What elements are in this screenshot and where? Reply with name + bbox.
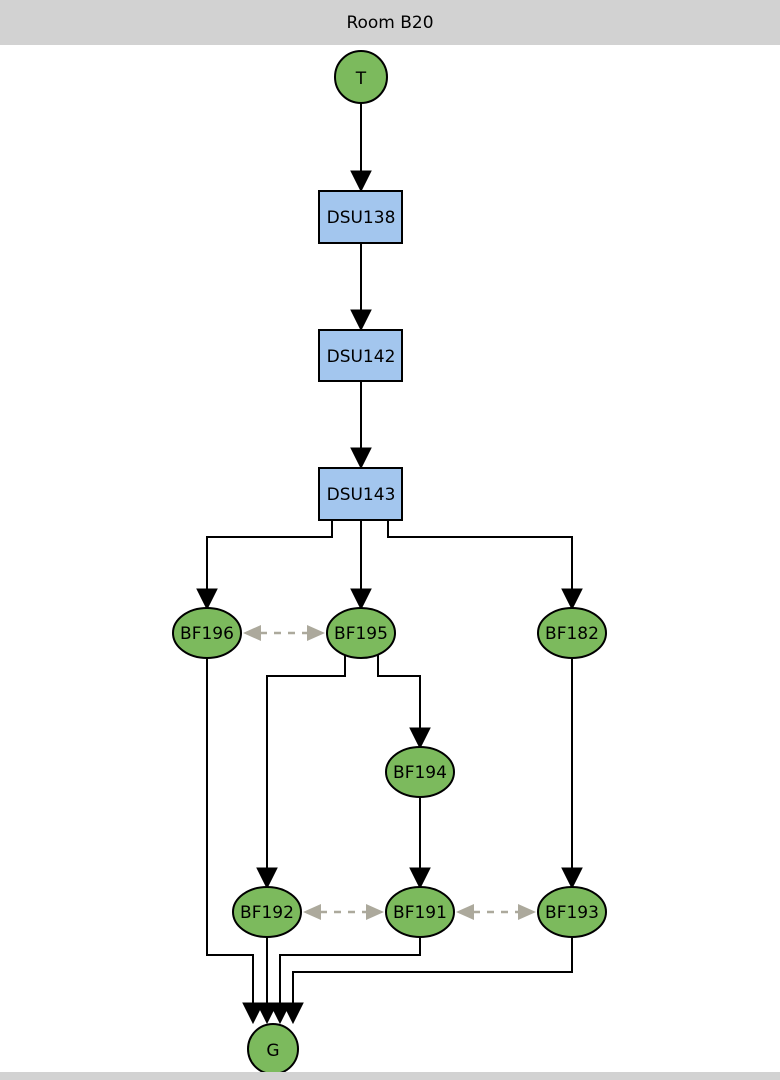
node-BF193-shape — [537, 886, 607, 938]
node-T-label: T — [355, 69, 367, 89]
node-BF192-label: BF192 — [240, 903, 294, 923]
node-DSU142-label: DSU142 — [327, 347, 396, 367]
node-BF195-label: BF195 — [334, 624, 388, 644]
arrowhead-icon — [561, 867, 583, 890]
node-BF192-shape — [232, 886, 302, 938]
node-BF193-label: BF193 — [545, 903, 599, 923]
node-BF195-shape — [326, 607, 396, 659]
nodes: T DSU138 DSU142 DSU143 BF196 BF195 — [172, 50, 607, 1075]
arrowhead-icon — [350, 447, 372, 470]
arrowhead-right-icon — [307, 625, 325, 641]
node-BF182-label: BF182 — [545, 624, 599, 644]
node-DSU138-shape — [318, 190, 403, 244]
arrowhead-left-icon — [456, 904, 474, 920]
node-BF182-shape — [537, 607, 607, 659]
node-BF194-shape — [385, 746, 455, 798]
solid-edges — [206, 102, 573, 1005]
diagram-title: Room B20 — [346, 12, 434, 33]
arrowhead-icon — [256, 867, 278, 890]
edge-BF195-BF194 — [377, 654, 421, 730]
solid-arrowheads — [196, 170, 583, 1025]
node-DSU143-label: DSU143 — [327, 485, 396, 505]
node-BF196-shape — [172, 607, 242, 659]
node-T: T — [334, 50, 388, 104]
arrowhead-left-icon — [243, 625, 261, 641]
node-T-shape — [334, 50, 388, 104]
arrowhead-right-icon — [518, 904, 536, 920]
node-G-label: G — [266, 1041, 279, 1061]
node-BF194: BF194 — [385, 746, 455, 798]
arrowhead-icon — [561, 588, 583, 611]
arrowhead-icon — [350, 588, 372, 611]
node-DSU143-shape — [318, 467, 403, 521]
node-G: G — [247, 1023, 299, 1075]
arrowhead-left-icon — [303, 904, 321, 920]
arrowhead-icon — [282, 1002, 304, 1025]
node-BF195: BF195 — [326, 607, 396, 659]
arrowhead-icon — [350, 309, 372, 332]
node-BF196-label: BF196 — [180, 624, 234, 644]
arrowhead-icon — [409, 867, 431, 890]
arrowhead-icon — [409, 727, 431, 750]
node-BF191-shape — [385, 886, 455, 938]
node-DSU138: DSU138 — [318, 190, 403, 244]
node-BF192: BF192 — [232, 886, 302, 938]
node-BF191-label: BF191 — [393, 903, 447, 923]
node-DSU142: DSU142 — [318, 329, 403, 382]
edge-BF193-G — [292, 937, 573, 1005]
node-BF191: BF191 — [385, 886, 455, 938]
arrowhead-icon — [196, 588, 218, 611]
arrowhead-icon — [242, 1002, 264, 1025]
dashed-arrowheads — [243, 625, 536, 920]
diagram-title-bar: Room B20 — [0, 0, 780, 45]
node-BF182: BF182 — [537, 607, 607, 659]
edge-BF195-BF192 — [266, 654, 346, 870]
edge-BF196-G — [206, 658, 254, 1005]
arrowhead-icon — [350, 170, 372, 193]
node-DSU138-label: DSU138 — [327, 208, 396, 228]
node-BF196: BF196 — [172, 607, 242, 659]
node-DSU142-shape — [318, 329, 403, 382]
diagram-footer-bar — [0, 1072, 780, 1080]
arrowhead-right-icon — [366, 904, 384, 920]
node-BF193: BF193 — [537, 886, 607, 938]
node-BF194-label: BF194 — [393, 763, 447, 783]
node-DSU143: DSU143 — [318, 467, 403, 521]
edge-DSU143-BF196 — [206, 520, 333, 591]
edge-BF191-G — [279, 937, 421, 1005]
edge-DSU143-BF182 — [387, 520, 573, 591]
